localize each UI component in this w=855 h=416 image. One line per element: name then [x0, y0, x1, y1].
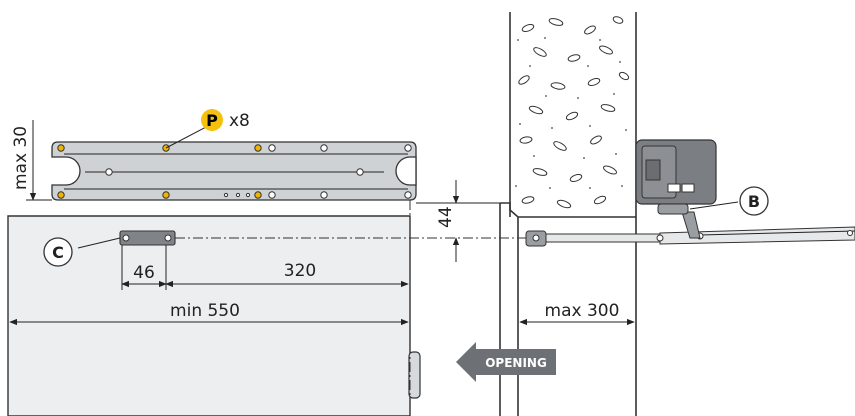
badge-p-circle: [201, 109, 223, 131]
dim-min550: min 550: [9, 301, 409, 326]
dim-max300: max 300: [519, 301, 635, 326]
operator-arm: [525, 211, 855, 247]
dim-46-label: 46: [133, 263, 155, 283]
gate-leaf: [7, 215, 421, 416]
dim-max30: max 30: [11, 120, 52, 230]
badge-c-label: C: [52, 243, 64, 262]
opening-arrow: OPENING: [456, 342, 556, 382]
dim-44-label: 44: [436, 206, 456, 228]
badge-b-label: B: [748, 192, 760, 211]
opening-label: OPENING: [485, 356, 547, 370]
dim-46-320: 46 320: [121, 245, 409, 290]
motor-unit: B: [635, 139, 769, 216]
hinge: [408, 351, 421, 399]
callout-p: P x8: [201, 109, 250, 131]
quantity-label: x8: [229, 111, 250, 131]
dim-min550-label: min 550: [170, 301, 240, 321]
gate-bracket-c: C: [43, 230, 176, 267]
dim-max30-label: max 30: [11, 126, 31, 190]
dim-max300-label: max 300: [545, 301, 620, 321]
badge-p-label: P: [206, 111, 218, 130]
mounting-plate: [51, 125, 417, 201]
concrete-pillar: [500, 12, 637, 218]
dim-320-label: 320: [284, 261, 316, 281]
dim-44: 44: [416, 180, 500, 262]
